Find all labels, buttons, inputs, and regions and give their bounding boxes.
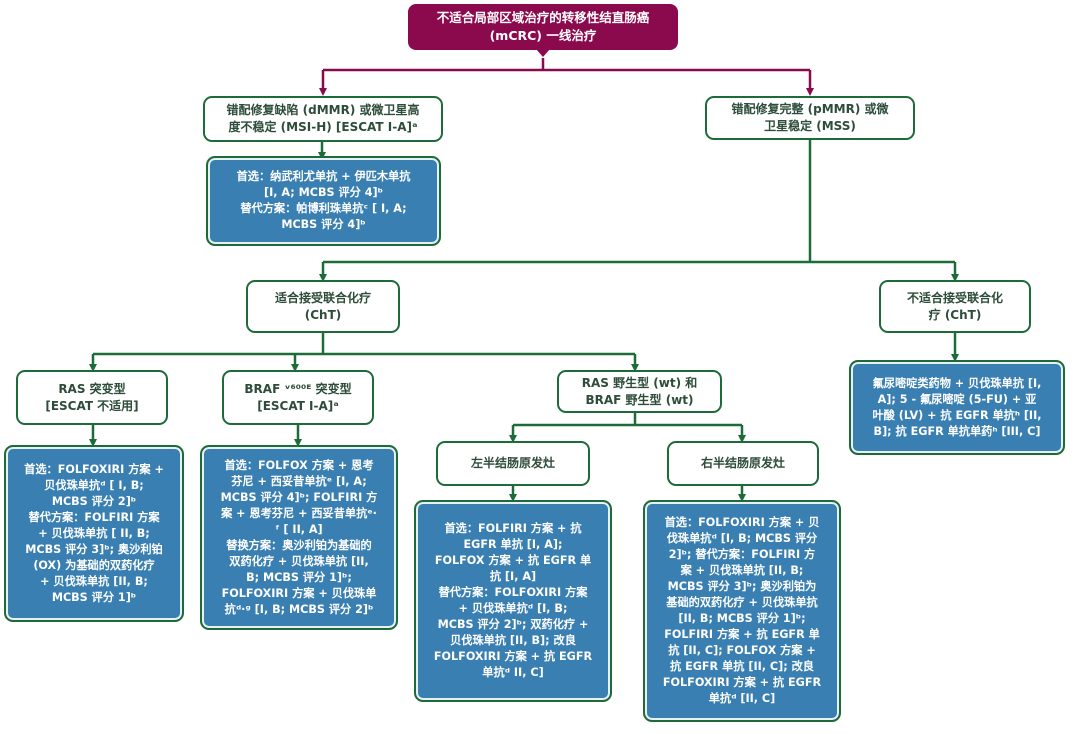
root-node-mcrc-first-line: 不适合局部区域治疗的转移性结直肠癌 (mCRC) 一线治疗 (408, 4, 678, 50)
root-node-text: 不适合局部区域治疗的转移性结直肠癌 (mCRC) 一线治疗 (436, 10, 650, 43)
treatment-braf-text: 首选：FOLFOX 方案 + 恩考 芬尼 + 西妥昔单抗ᵉ [I, A; MCB… (220, 458, 378, 616)
treatment-right-sided: 首选：FOLFOXIRI 方案 + 贝 伐珠单抗ᵈ [I, B; MCBS 评分… (643, 500, 841, 722)
treatment-ras-mutant: 首选：FOLFOXIRI 方案 + 贝伐珠单抗ᵈ [ I, B; MCBS 评分… (4, 445, 184, 622)
node-right-primary-text: 右半结肠原发灶 (700, 456, 785, 470)
node-pmmr-text: 错配修复完整 (pMMR) 或微 卫星稳定 (MSS) (731, 102, 889, 133)
node-unfit-cht-text: 不适合接受联合化 疗 (ChT) (906, 290, 1003, 322)
treatment-ras-mutant-text: 首选：FOLFOXIRI 方案 + 贝伐珠单抗ᵈ [ I, B; MCBS 评分… (24, 462, 164, 604)
node-fit-cht-text: 适合接受联合化疗 (ChT) (274, 290, 371, 322)
root-connectors (319, 58, 814, 96)
root-pointer (536, 49, 550, 57)
treatment-unfit-cht: 氟尿嘧啶类药物 + 贝伐珠单抗 [I, A]; 5 - 氟尿嘧啶 (5-FU) … (849, 360, 1065, 455)
treatment-left-text: 首选：FOLFIRI 方案 + 抗 EGFR 单抗 [I, A]; FOLFOX… (433, 522, 593, 679)
treatment-left-sided: 首选：FOLFIRI 方案 + 抗 EGFR 单抗 [I, A]; FOLFOX… (414, 500, 612, 702)
treatment-braf-v600e: 首选：FOLFOX 方案 + 恩考 芬尼 + 西妥昔单抗ᵉ [I, A; MCB… (200, 445, 398, 630)
node-braf-text: BRAF ᵛ⁶⁰⁰ᴱ 突变型 [ESCAT I-A]ᵃ (244, 381, 352, 413)
node-right-sided-primary: 右半结肠原发灶 (667, 441, 819, 486)
node-unfit-for-combination-cht: 不适合接受联合化 疗 (ChT) (879, 280, 1031, 333)
node-dmmr-msi-h: 错配修复缺陷 (dMMR) 或微卫星高 度不稳定 (MSI-H) [ESCAT … (203, 96, 443, 142)
node-braf-v600e-mutant: BRAF ᵛ⁶⁰⁰ᴱ 突变型 [ESCAT I-A]ᵃ (222, 370, 374, 425)
node-ras-mutant: RAS 突变型 [ESCAT 不适用] (16, 370, 168, 425)
node-ras-mutant-text: RAS 突变型 [ESCAT 不适用] (45, 381, 139, 413)
node-pmmr-mss: 错配修复完整 (pMMR) 或微 卫星稳定 (MSS) (705, 96, 915, 140)
node-fit-for-combination-cht: 适合接受联合化疗 (ChT) (246, 280, 400, 333)
node-left-sided-primary: 左半结肠原发灶 (436, 441, 590, 486)
treatment-right-text: 首选：FOLFOXIRI 方案 + 贝 伐珠单抗ᵈ [I, B; MCBS 评分… (662, 516, 822, 705)
treatment-unfit-text: 氟尿嘧啶类药物 + 贝伐珠单抗 [I, A]; 5 - 氟尿嘧啶 (5-FU) … (872, 376, 1042, 438)
node-left-primary-text: 左半结肠原发灶 (470, 456, 555, 470)
node-ras-braf-wild-type: RAS 野生型 (wt) 和 BRAF 野生型 (wt) (557, 370, 722, 413)
node-wt-text: RAS 野生型 (wt) 和 BRAF 野生型 (wt) (581, 375, 698, 407)
treatment-dmmr-text: 首选：纳武利尤单抗 + 伊匹木单抗 [I, A; MCBS 评分 4]ᵇ 替代方… (236, 170, 411, 231)
treatment-dmmr: 首选：纳武利尤单抗 + 伊匹木单抗 [I, A; MCBS 评分 4]ᵇ 替代方… (206, 156, 441, 246)
node-dmmr-text: 错配修复缺陷 (dMMR) 或微卫星高 度不稳定 (MSI-H) [ESCAT … (226, 103, 420, 134)
